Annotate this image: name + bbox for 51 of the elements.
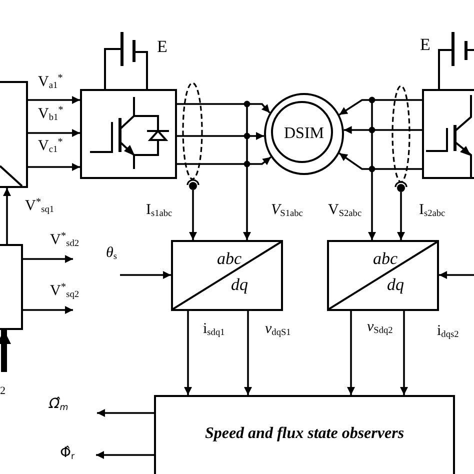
arrow [338,99,422,116]
arrow [177,103,270,114]
arrow [368,100,376,240]
arrow [97,409,154,417]
sensor-dot-icon [397,184,405,192]
inverter-box [422,89,474,179]
observer-block [154,395,455,474]
signal-label: V$_{S2abc}$ [328,203,362,218]
arrow [184,311,192,395]
signal-label: 2 [0,386,6,397]
motor-name: DSIM [284,126,324,142]
arrow [243,104,251,240]
arrow [244,311,252,395]
arrow [439,271,474,279]
arrow [28,129,80,137]
signal-label: I$_{s2abc}$ [419,203,446,218]
arrow [28,96,80,104]
signal-label: Φ̂$_{r}$ [60,444,75,462]
arrow [3,188,11,244]
transform-label: dq [231,276,248,293]
control-block [0,244,23,330]
transform-label: abc [217,250,242,267]
arrow [96,451,154,459]
arrow [347,311,355,395]
signal-label: i$_{dqs2}$ [437,324,459,339]
motor-circle [264,93,344,175]
sensor-dot-icon [189,182,197,190]
signal-label: i$_{sdq1}$ [203,322,225,337]
arrow [400,311,408,395]
observer-title: Speed and flux state observers [204,426,404,442]
arrow [177,156,272,166]
arrow [338,152,422,170]
signal-label: V$_{S1abc}$ [271,203,303,218]
arrow [23,306,73,314]
signal-label: v$_{Sdq2}$ [367,320,393,335]
arrow [397,192,405,240]
control-block [0,81,28,188]
signal-label: v$_{dqS1}$ [265,322,291,337]
signal-label: Ω̂$_{m}$ [49,395,68,413]
transform-label: dq [387,276,404,293]
source-label: E [157,38,168,55]
source-label: E [420,36,430,53]
signal-label: θ$_{s}$ [106,246,117,261]
arrow [189,190,197,240]
transform-label: abc [373,250,398,267]
arrow [23,255,73,263]
arrow [120,271,171,279]
arrow [0,330,11,372]
inverter-box [80,89,177,179]
signal-label: I$_{s1abc}$ [146,203,172,218]
arrow [28,163,80,171]
